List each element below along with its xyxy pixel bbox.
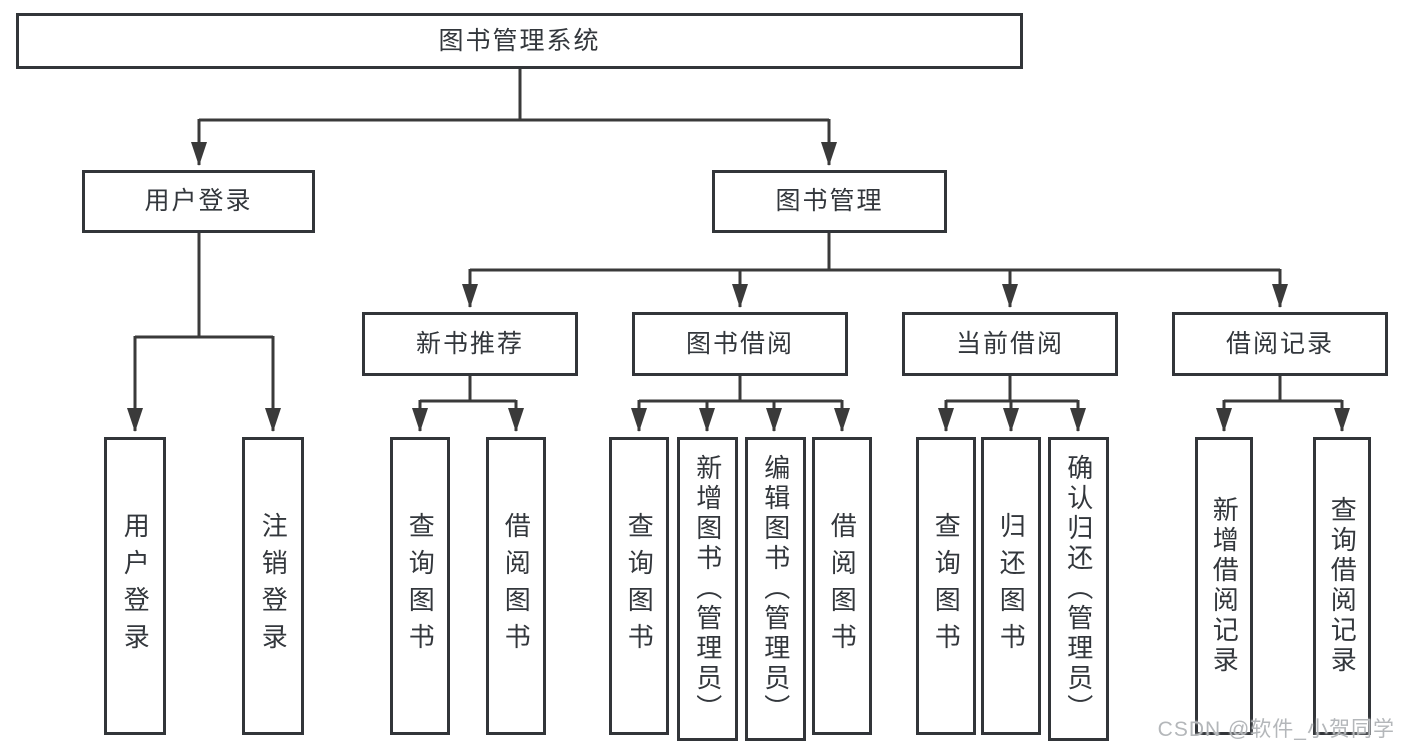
node-label: 图书借阅: [685, 329, 794, 358]
node-label: 图书管理系统: [438, 26, 601, 55]
node-label: 图书管理: [775, 187, 884, 215]
node-new-book-recommend: 新书推荐: [362, 312, 578, 376]
leaf-label: 查询借阅记录: [1327, 496, 1358, 676]
leaf-label: 借阅图书: [501, 512, 532, 660]
leaf-label: 查询图书: [931, 512, 962, 660]
leaf-add-borrow-record: 新增借阅记录: [1195, 437, 1253, 735]
csdn-watermark: CSDN @软件_小贺同学: [1157, 718, 1395, 741]
node-borrow-records: 借阅记录: [1172, 312, 1388, 376]
leaf-label: 编辑图书（管理员）: [760, 454, 791, 724]
leaf-confirm-return-admin: 确认归还（管理员）: [1048, 437, 1109, 741]
node-current-borrow: 当前借阅: [902, 312, 1118, 376]
leaf-borrow-books-recommend: 借阅图书: [486, 437, 546, 735]
node-label: 当前借阅: [955, 329, 1064, 358]
leaf-query-books-current: 查询图书: [916, 437, 976, 735]
leaf-query-books-recommend: 查询图书: [390, 437, 450, 735]
node-book-borrow: 图书借阅: [632, 312, 848, 376]
leaf-label: 借阅图书: [827, 512, 858, 660]
leaf-add-book-admin: 新增图书（管理员）: [677, 437, 738, 741]
leaf-label: 确认归还（管理员）: [1063, 454, 1094, 724]
node-root: 图书管理系统: [16, 13, 1023, 69]
connector-group: [127, 69, 1350, 432]
leaf-user-login: 用户登录: [104, 437, 166, 735]
leaf-label: 用户登录: [120, 512, 151, 660]
leaf-label: 新增借阅记录: [1209, 496, 1240, 676]
leaf-label: 新增图书（管理员）: [692, 454, 723, 724]
leaf-query-borrow-record: 查询借阅记录: [1313, 437, 1371, 735]
leaf-borrow-books: 借阅图书: [812, 437, 872, 735]
leaf-query-books-borrow: 查询图书: [609, 437, 669, 735]
leaf-logout: 注销登录: [242, 437, 304, 735]
leaf-return-book: 归还图书: [981, 437, 1041, 735]
node-user-login: 用户登录: [82, 170, 315, 233]
leaf-label: 归还图书: [996, 512, 1027, 660]
node-label: 用户登录: [144, 187, 253, 215]
leaf-label: 注销登录: [258, 512, 289, 660]
node-label: 借阅记录: [1225, 329, 1334, 358]
node-book-management: 图书管理: [712, 170, 947, 233]
node-label: 新书推荐: [415, 329, 524, 358]
leaf-label: 查询图书: [405, 512, 436, 660]
leaf-label: 查询图书: [624, 512, 655, 660]
leaf-edit-book-admin: 编辑图书（管理员）: [745, 437, 806, 741]
